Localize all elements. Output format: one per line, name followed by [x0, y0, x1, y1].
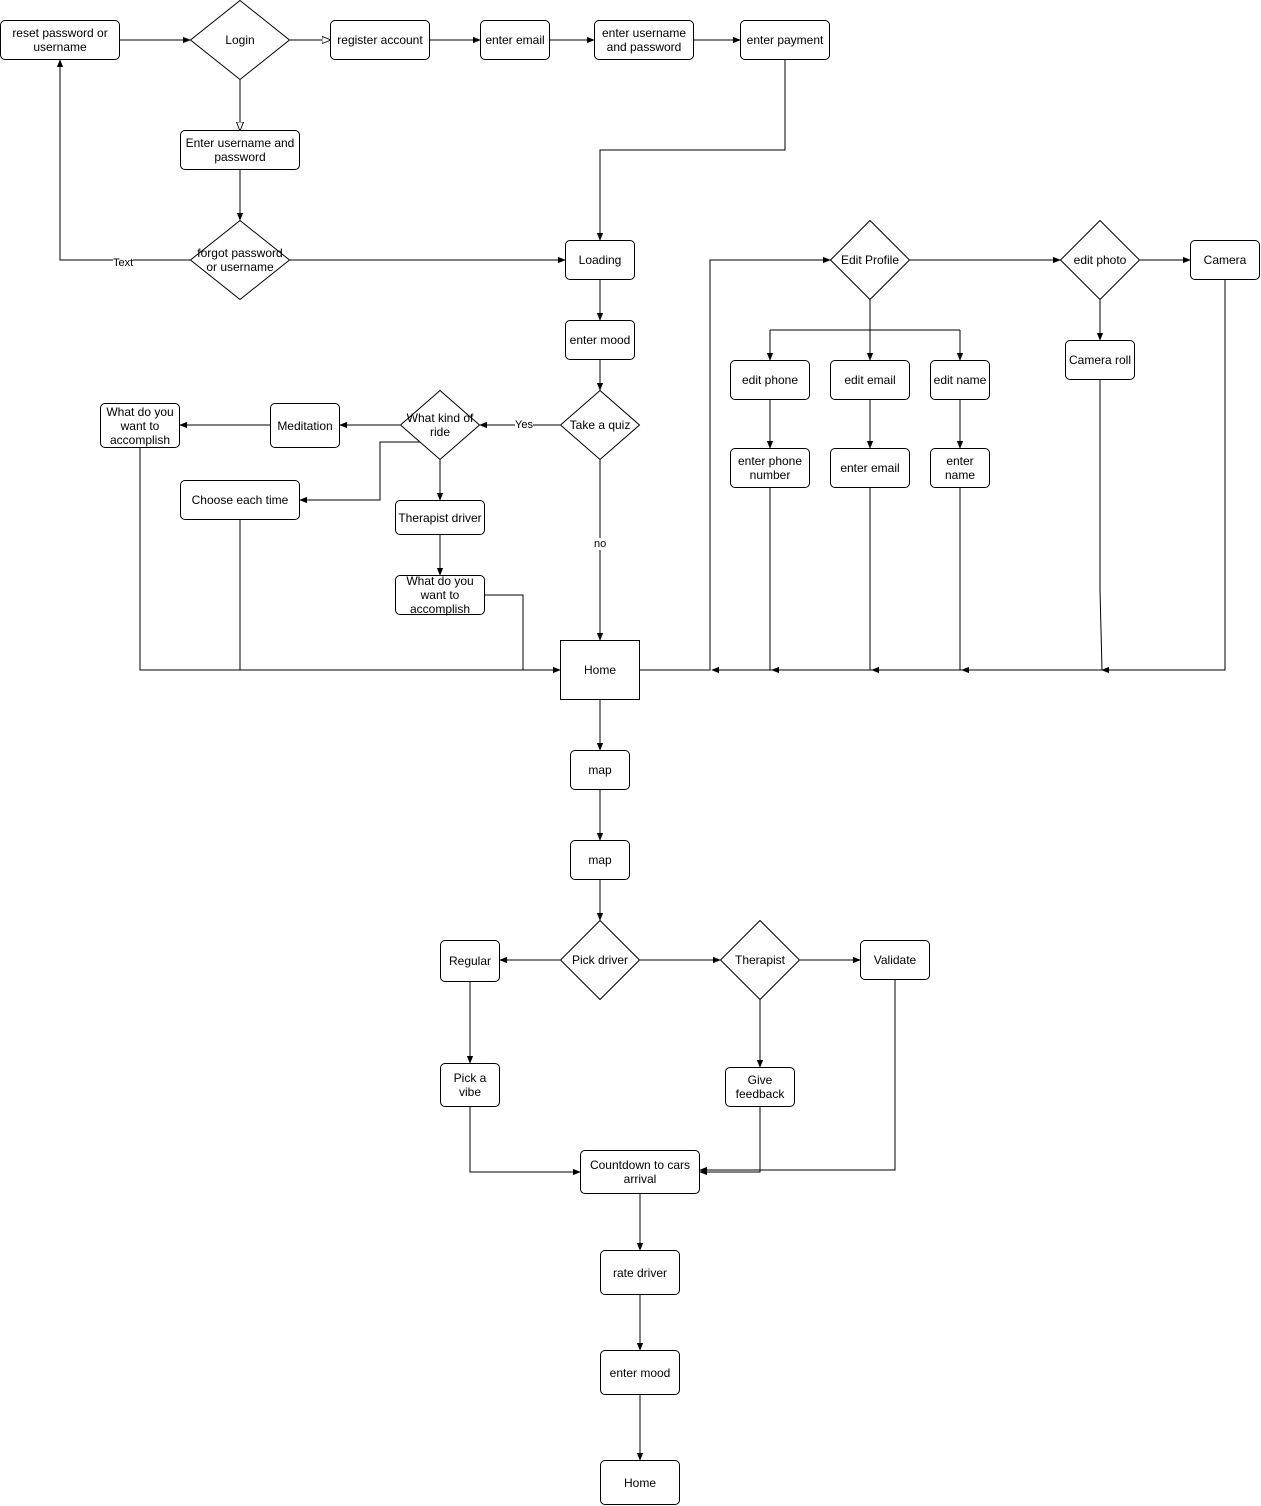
- node-pick-a-vibe: Pick a vibe: [440, 1063, 500, 1107]
- edge-validate-countdown: [699, 980, 896, 1174]
- node-edit-phone: edit phone: [730, 360, 810, 400]
- node-rate-driver: rate driver: [600, 1250, 680, 1295]
- node-login-decision: Login: [189, 0, 291, 81]
- node-register-account: register account: [330, 20, 430, 60]
- node-give-feedback: Give feedback: [725, 1067, 795, 1107]
- edge-feedback-countdown: [699, 1107, 761, 1176]
- edge-cameraroll-down: [1099, 380, 1103, 671]
- edge-label-text: Text: [113, 257, 134, 269]
- node-home-2: Home: [600, 1460, 680, 1505]
- node-enter-name: enter name: [930, 448, 990, 488]
- node-regular: Regular: [440, 940, 500, 982]
- node-accomplish-1: What do you want to accomplish: [100, 403, 180, 448]
- node-therapist-decision: Therapist: [719, 919, 801, 1001]
- node-home: Home: [560, 640, 640, 700]
- node-enter-username-password: Enter username and password: [180, 130, 300, 170]
- edge-label-yes: Yes: [515, 419, 533, 431]
- node-forgot-decision: forgot password or username: [189, 219, 291, 301]
- node-map-1: map: [570, 750, 630, 790]
- node-edit-name: edit name: [930, 360, 990, 400]
- node-edit-photo-decision: edit photo: [1059, 219, 1141, 301]
- node-countdown: Countdown to cars arrival: [580, 1150, 700, 1194]
- node-reset-password: reset password or username: [0, 20, 120, 60]
- edge-accomplish2-home: [485, 594, 524, 670]
- node-camera: Camera: [1190, 240, 1260, 280]
- edge-vibe-countdown: [469, 1107, 581, 1176]
- node-take-quiz-decision: Take a quiz: [559, 389, 641, 461]
- edge-camera-return: [1101, 280, 1226, 674]
- node-enter-mood: enter mood: [565, 320, 635, 360]
- node-validate: Validate: [860, 940, 930, 980]
- node-enter-mood-2: enter mood: [600, 1350, 680, 1395]
- node-pick-driver-decision: Pick driver: [559, 919, 641, 1001]
- node-enter-username-password-top: enter username and password: [594, 20, 694, 60]
- node-loading: Loading: [565, 240, 635, 280]
- edge-home-editprofile: [640, 256, 831, 671]
- node-meditation: Meditation: [270, 403, 340, 448]
- edge-accomplish1-home: [139, 448, 561, 674]
- node-ride-kind-decision: What kind of ride: [399, 389, 481, 461]
- node-map-2: map: [570, 840, 630, 880]
- node-enter-email-top: enter email: [480, 20, 550, 60]
- edge-ride-choose: [299, 441, 420, 504]
- node-edit-profile-decision: Edit Profile: [829, 219, 911, 301]
- edge-payment-loading: [596, 60, 786, 241]
- node-camera-roll: Camera roll: [1065, 340, 1135, 380]
- node-therapist-driver: Therapist driver: [395, 500, 485, 535]
- edge-label-no: no: [594, 538, 607, 550]
- node-enter-phone-number: enter phone number: [730, 448, 810, 488]
- node-choose-each-time: Choose each time: [180, 480, 300, 520]
- node-accomplish-2: What do you want to accomplish: [395, 574, 485, 616]
- node-enter-payment: enter payment: [740, 20, 830, 60]
- edge-forgot-reset: [56, 59, 190, 261]
- node-edit-email: edit email: [830, 360, 910, 400]
- node-enter-email-profile: enter email: [830, 448, 910, 488]
